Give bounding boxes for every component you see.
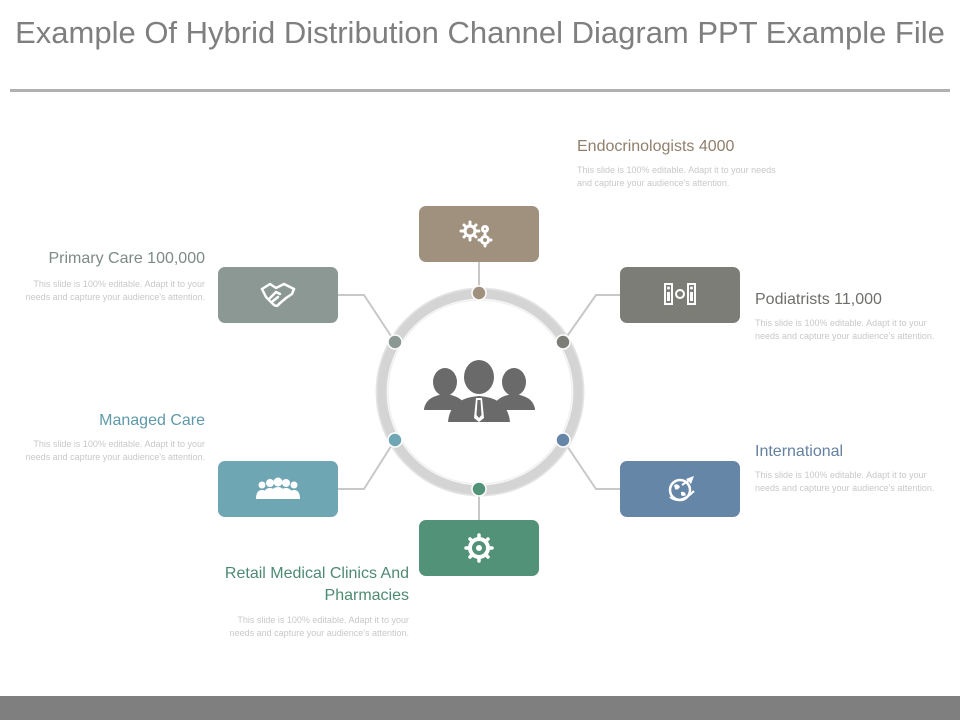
globe-plane-icon	[668, 476, 695, 502]
desc-podiatrists: This slide is 100% editable. Adapt it to…	[755, 318, 935, 341]
node-box-primary-care	[218, 267, 338, 323]
label-primary-care: Primary Care 100,000	[48, 250, 205, 267]
desc-endocrinologists: This slide is 100% editable. Adapt it to…	[577, 165, 776, 188]
node-box-retail	[419, 520, 539, 576]
gears-icon	[459, 220, 493, 248]
business-people-icon	[424, 360, 535, 422]
desc-managed-care: This slide is 100% editable. Adapt it to…	[25, 439, 205, 462]
node-box-endocrinologists	[419, 206, 539, 262]
node-box-podiatrists	[620, 267, 740, 323]
ring-dot-primary-care	[387, 334, 403, 350]
node-box-managed-care	[218, 461, 338, 517]
gear-icon	[464, 533, 494, 563]
label-podiatrists: Podiatrists 11,000	[755, 291, 882, 308]
label-managed-care: Managed Care	[99, 412, 205, 429]
desc-international: This slide is 100% editable. Adapt it to…	[755, 470, 935, 493]
ring-dot-managed-care	[387, 432, 403, 448]
handshake-icon	[260, 282, 296, 308]
doors-icon	[664, 283, 696, 305]
ring-dot-retail	[471, 481, 487, 497]
ring-dot-endocrinologists	[471, 285, 487, 301]
connector-international	[562, 439, 620, 490]
page-title: Example Of Hybrid Distribution Channel D…	[15, 15, 945, 50]
connector-primary-care	[338, 294, 396, 343]
team-icon	[256, 477, 300, 499]
node-box-international	[620, 461, 740, 517]
ring-dot-international	[555, 432, 571, 448]
desc-retail: This slide is 100% editable. Adapt it to…	[229, 615, 409, 638]
footer-bar	[0, 696, 960, 720]
desc-primary-care: This slide is 100% editable. Adapt it to…	[25, 279, 205, 302]
title-divider	[10, 89, 950, 92]
label-endocrinologists: Endocrinologists 4000	[577, 138, 735, 155]
connector-managed-care	[338, 439, 396, 490]
connector-podiatrists	[562, 294, 620, 343]
label-international: International	[755, 443, 844, 460]
ring-dot-podiatrists	[555, 334, 571, 350]
label-retail: Retail Medical Clinics And Pharmacies	[224, 565, 409, 604]
